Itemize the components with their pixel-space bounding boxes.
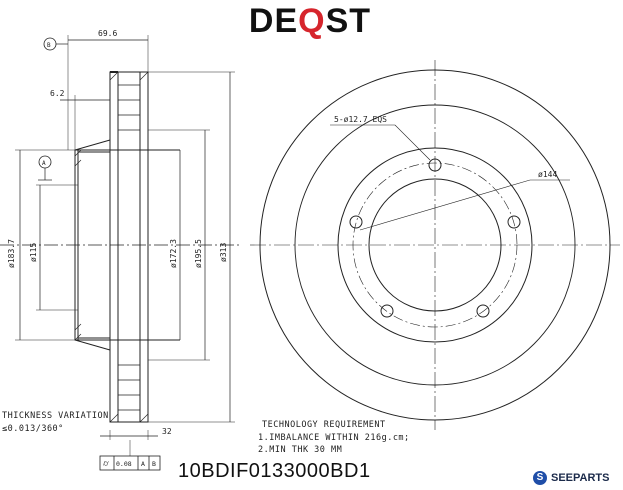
tolerance-frame xyxy=(99,455,161,471)
tech-requirement-title: TECHNOLOGY REQUIREMENT xyxy=(262,420,386,430)
tolerance-symbol: ⌭ xyxy=(103,459,109,468)
dim-thickness: 32 xyxy=(162,427,172,436)
tolerance-value: 0.08 xyxy=(116,460,132,468)
tolerance-datum-b: B xyxy=(152,460,156,468)
dim-bolt-holes: 5-ø12.7 EQS xyxy=(334,115,387,124)
datum-b-label: B xyxy=(47,42,51,49)
dim-115: ø115 xyxy=(29,243,38,262)
tech-requirement-line1: 1.IMBALANCE WITHIN 216g.cm; xyxy=(258,433,410,443)
tolerance-datum-a: A xyxy=(141,460,145,468)
thickness-variation-value: ≤0.013/360° xyxy=(2,424,64,434)
dim-313: ø313 xyxy=(219,243,228,262)
logo-accent-letter: Q xyxy=(298,2,326,40)
tech-requirement-line2: 2.MIN THK 30 MM xyxy=(258,445,343,455)
seeparts-name: SEEPARTS xyxy=(551,472,610,484)
dim-overall-height: 69.6 xyxy=(98,29,117,38)
dim-195: ø195.5 xyxy=(194,239,203,268)
seeparts-mark-icon: S xyxy=(533,471,547,485)
datum-a-label: A xyxy=(42,160,46,167)
part-number: 10BDIF0133000BD1 xyxy=(178,460,371,482)
disc-section-view xyxy=(74,71,180,423)
thickness-variation-title: THICKNESS VARIATION xyxy=(2,411,109,421)
dim-hat-offset: 6.2 xyxy=(50,89,65,98)
brand-logo: DEQST xyxy=(200,2,420,41)
dim-172: ø172.3 xyxy=(169,239,178,268)
logo-text-end: ST xyxy=(325,2,372,40)
dim-pcd: ø144 xyxy=(538,170,557,179)
disc-front-view xyxy=(250,60,620,430)
dim-183: ø183.7 xyxy=(7,239,16,268)
logo-text-start: DE xyxy=(248,2,299,40)
seeparts-logo: S SEEPARTS xyxy=(533,471,609,485)
